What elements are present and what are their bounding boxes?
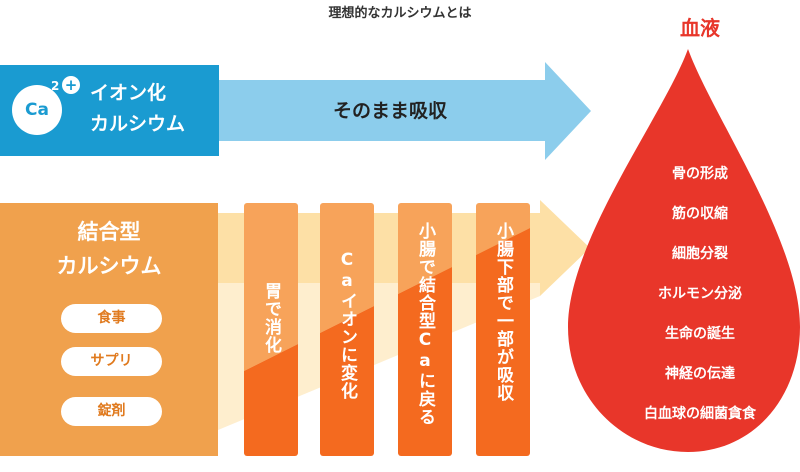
direct-absorption-arrow <box>219 62 591 160</box>
blood-function-item: 筋の収縮 <box>672 206 728 222</box>
source-pill-tablet: 錠剤 <box>61 397 162 426</box>
direct-absorption-label: そのまま吸収 <box>332 100 447 122</box>
bound-calcium-box: 結合型 カルシウム 食事 サプリ 錠剤 <box>0 203 218 456</box>
bound-calcium-arrow-fade <box>218 283 540 430</box>
blood-function-item: 神経の伝達 <box>665 366 735 382</box>
step-label-ion-change: Caイオンに変化 <box>337 250 357 400</box>
step-column-4 <box>476 203 530 456</box>
ionized-label-line1: イオン化 <box>90 82 167 104</box>
blood-drop <box>568 49 800 452</box>
step-label-lower-intestine: 小腸下部で一部が吸収 <box>493 222 513 402</box>
blood-function-item: 骨の形成 <box>672 166 728 182</box>
ion-charge-number: 2 <box>51 79 60 93</box>
step-column-1 <box>244 203 298 456</box>
blood-function-item: ホルモン分泌 <box>658 286 742 302</box>
bound-label-line2: カルシウム <box>56 254 162 278</box>
step-label-small-intestine: 小腸で結合型Caに戻る <box>415 222 435 426</box>
diagram-title: 理想的なカルシウムとは <box>328 6 472 21</box>
blood-title: 血液 <box>680 16 720 40</box>
bound-label-line1: 結合型 <box>77 220 141 244</box>
ionized-calcium-label: イオン化 カルシウム <box>90 78 185 140</box>
blood-function-item: 白血球の細菌貪食 <box>644 406 756 422</box>
source-pill-supplement: サプリ <box>61 347 162 376</box>
step-column-3 <box>398 203 452 456</box>
step-label-stomach: 胃で消化 <box>261 282 281 354</box>
source-pill-food: 食事 <box>61 304 162 333</box>
blood-function-item: 細胞分裂 <box>672 246 728 262</box>
ionized-label-line2: カルシウム <box>90 113 186 135</box>
bound-calcium-label: 結合型 カルシウム <box>0 215 218 283</box>
ionized-calcium-box: Ca 2 + イオン化 カルシウム <box>0 65 219 156</box>
ion-charge-plus-icon: + <box>62 76 80 94</box>
calcium-ion-icon: Ca <box>12 85 62 135</box>
step-column-2 <box>320 203 374 456</box>
blood-function-item: 生命の誕生 <box>665 326 735 342</box>
